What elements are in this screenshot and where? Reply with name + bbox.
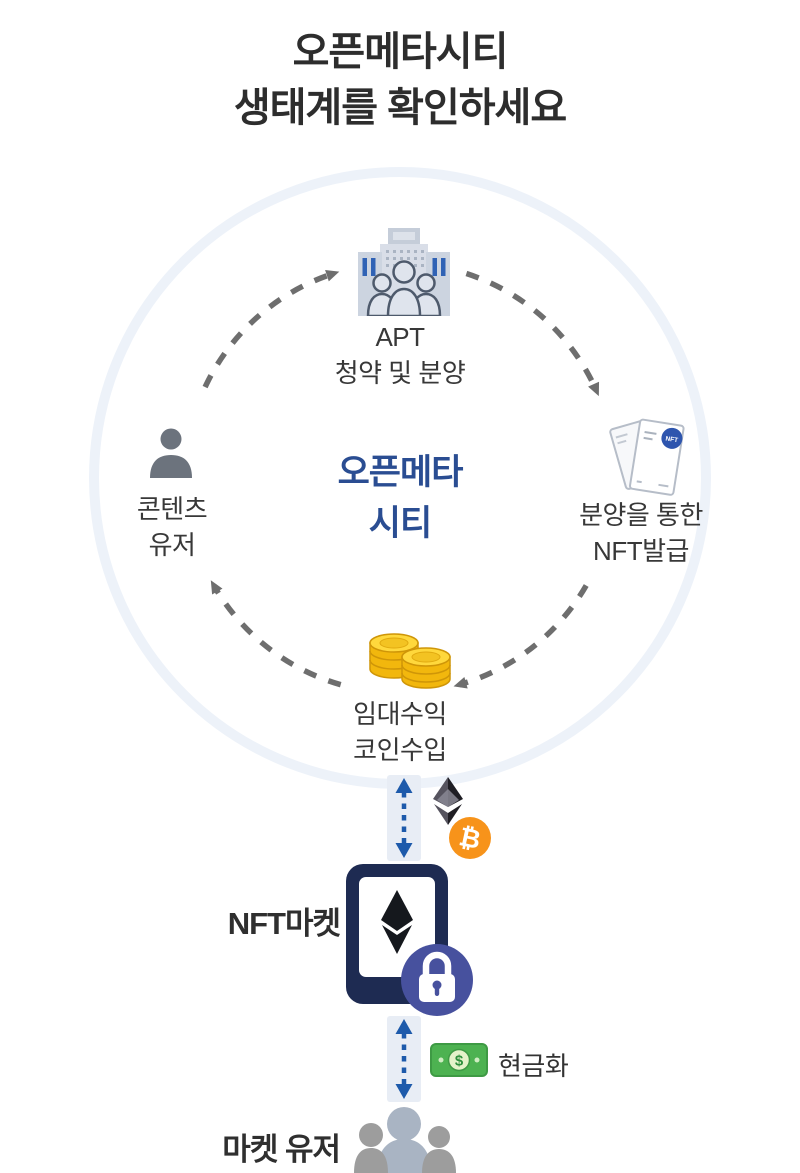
arc-income-to-user (210, 580, 342, 688)
income-line1: 임대수익 (353, 699, 447, 729)
center-title-line2: 시티 (368, 503, 432, 543)
apt-node-label: APT 청약 및 분양 (300, 320, 500, 392)
content-user-label: 콘텐츠 유저 (87, 492, 257, 564)
dollar-glyph: $ (455, 1053, 464, 1070)
nft-issue-line2: NFT발급 (593, 535, 689, 566)
people-group-icon (354, 1107, 456, 1173)
lock-shackle (422, 951, 452, 980)
coin-stack-right (401, 647, 451, 689)
income-label: 임대수익 코인수입 (300, 697, 500, 769)
person-left (354, 1123, 388, 1173)
cycle-center-title: 오픈메타 시티 (250, 448, 550, 550)
person-icon (150, 428, 192, 478)
apartment-building-icon (358, 228, 450, 316)
person-right (422, 1126, 456, 1173)
front-document: NFT (628, 418, 685, 496)
person-center (377, 1107, 431, 1173)
apt-label-line1: APT (375, 322, 425, 352)
bitcoin-icon: ₿ (449, 817, 491, 859)
residents-silhouettes (366, 260, 442, 316)
lock-badge (401, 944, 473, 1016)
arc-nft-to-income (453, 584, 589, 689)
nft-issue-line1: 분양을 통한 (579, 500, 703, 530)
dashed-cycle-arrows (202, 269, 600, 689)
center-title-line1: 오픈메타 (337, 453, 464, 492)
content-user-line2: 유저 (148, 529, 196, 560)
arc-user-to-apt (202, 269, 340, 389)
dollar-bill-icon: $ (430, 1043, 488, 1077)
nft-badge-circle (661, 427, 683, 449)
content-user-line1: 콘텐츠 (136, 494, 208, 524)
nft-badge-text: NFT (665, 435, 679, 444)
nft-documents-icon: NFT (609, 418, 685, 496)
apt-label-line2: 청약 및 분양 (334, 357, 466, 388)
arc-apt-to-nft (465, 270, 600, 397)
updown-arrow-top (387, 775, 421, 861)
page-title: 오픈메타시티 생태계를 확인하세요 (0, 24, 800, 136)
nft-market-label: NFT마켓 (227, 906, 341, 941)
gold-coins-icon (369, 633, 451, 689)
nft-issue-label: 분양을 통한 NFT발급 (556, 498, 726, 570)
page-title-line2: 생태계를 확인하세요 (233, 86, 567, 130)
ethereum-icon (433, 777, 463, 825)
building-windows-blue (362, 258, 446, 276)
updown-arrow-bottom (387, 1016, 421, 1102)
page-title-line1: 오픈메타시티 (292, 30, 509, 74)
cashout-label: 현금화 (498, 1051, 569, 1081)
market-user-label: 마켓 유저 (222, 1132, 341, 1167)
nft-market-tablet-icon (346, 864, 473, 1016)
ethereum-screen-icon (381, 890, 413, 954)
income-line2: 코인수입 (353, 734, 447, 765)
